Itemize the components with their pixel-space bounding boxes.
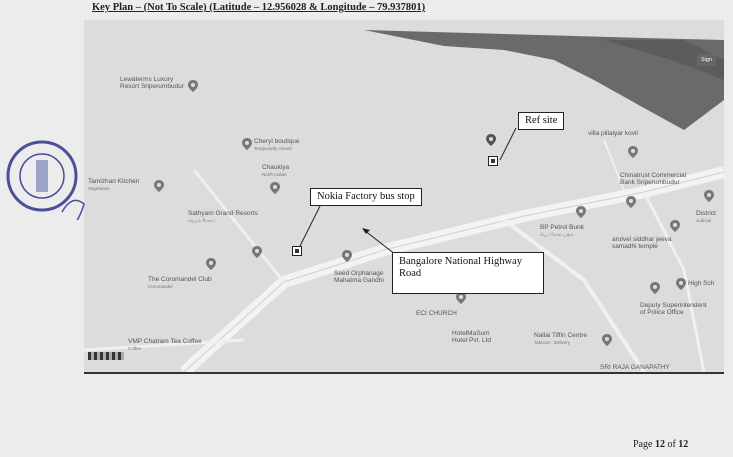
page-footer: Page 12 of 12 — [633, 439, 689, 450]
map-pin-icon[interactable] — [626, 196, 636, 208]
place-eci-church[interactable]: ECI CHURCH — [416, 310, 457, 317]
sign-in-button[interactable]: Sign — [696, 54, 716, 66]
place-sri-raja-ganapathy[interactable]: SRI RAJA GANAPATHY — [600, 364, 670, 371]
map-pin-icon[interactable] — [342, 250, 352, 262]
official-seal-stamp — [6, 140, 85, 220]
place-villa-pillaiyar-kovil[interactable]: villa pillaiyar kovil — [588, 130, 638, 137]
ref-site-pin-icon[interactable] — [486, 134, 496, 146]
dark-area-shape — [364, 30, 724, 130]
map-pin-icon[interactable] — [676, 278, 686, 290]
map-pin-icon[interactable] — [154, 180, 164, 192]
place-high-school[interactable]: High Sch — [688, 280, 715, 287]
map-pin-icon[interactable] — [188, 80, 198, 92]
map-pin-icon[interactable] — [206, 258, 216, 270]
apps-grid-icon[interactable]: ⋮⋮⋮ — [661, 56, 688, 66]
map-pin-icon[interactable] — [704, 190, 714, 202]
bus-stop-marker[interactable] — [292, 246, 302, 256]
map-pin-icon[interactable] — [456, 292, 466, 304]
ref-site-marker[interactable] — [488, 156, 498, 166]
map-scale-bar — [88, 352, 124, 360]
map-pin-icon[interactable] — [670, 220, 680, 232]
key-plan-title: Key Plan – (Not To Scale) (Latitude – 12… — [92, 2, 426, 13]
map-pin-icon[interactable] — [270, 182, 280, 194]
map-pin-icon[interactable] — [628, 146, 638, 158]
map-pin-icon[interactable] — [242, 138, 252, 150]
map-pin-icon[interactable] — [576, 206, 586, 218]
map-roads — [84, 30, 724, 372]
ref-site-callout: Ref site — [518, 112, 565, 130]
bus-stop-callout: Nokia Factory bus stop — [310, 188, 422, 206]
map-pin-icon[interactable] — [252, 246, 262, 258]
map-pin-icon[interactable] — [602, 334, 612, 346]
highway-callout: Bangalore National Highway Road — [392, 252, 544, 294]
map-pin-icon[interactable] — [650, 282, 660, 294]
